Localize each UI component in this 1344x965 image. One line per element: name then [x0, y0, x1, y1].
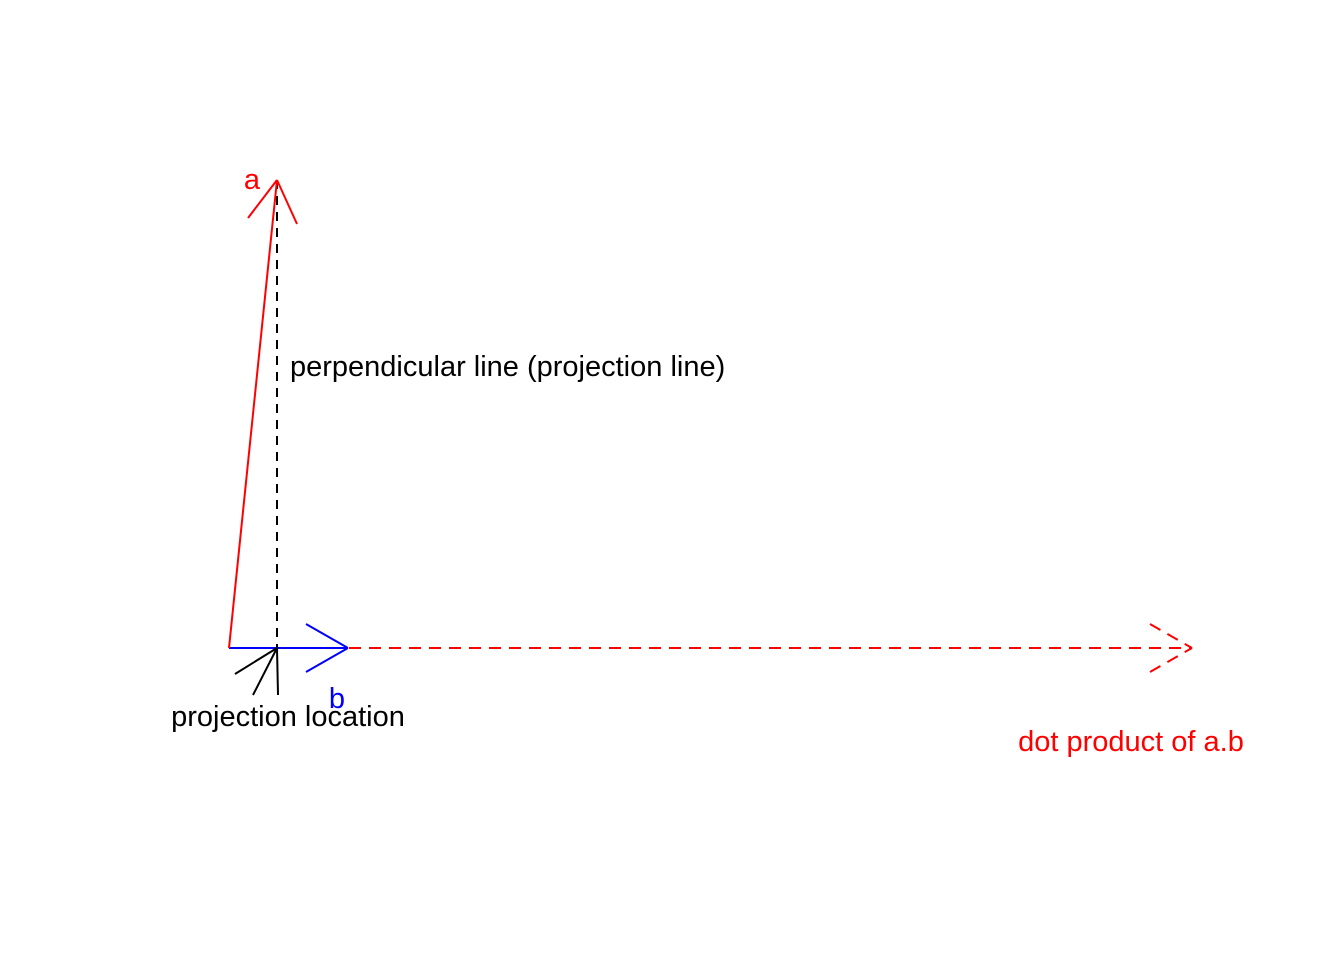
projection-pointer-shaft [252, 647, 278, 696]
vector-a-head-left [247, 179, 278, 219]
vector-a-arrow [228, 179, 298, 649]
vector-b-head-upper [305, 623, 349, 649]
vector-a-label: a [244, 164, 261, 196]
dot-product-head-lower [1149, 647, 1193, 673]
projection-location-label: projection location [171, 701, 405, 733]
projection-location-pointer [234, 647, 279, 696]
dot-product-arrow [229, 623, 1193, 673]
projection-pointer-head-right [276, 647, 279, 696]
perpendicular-line-label: perpendicular line (projection line) [290, 351, 725, 383]
vector-b-label: b [329, 683, 345, 715]
projection-pointer-head-left [234, 647, 278, 675]
dot-product-label: dot product of a.b [1018, 726, 1244, 758]
vector-b-head-lower [305, 647, 349, 673]
vector-b-arrow [229, 623, 349, 673]
vector-a-head-right [276, 179, 298, 225]
dot-product-head-upper [1149, 623, 1193, 649]
vector-a-shaft [228, 179, 278, 649]
